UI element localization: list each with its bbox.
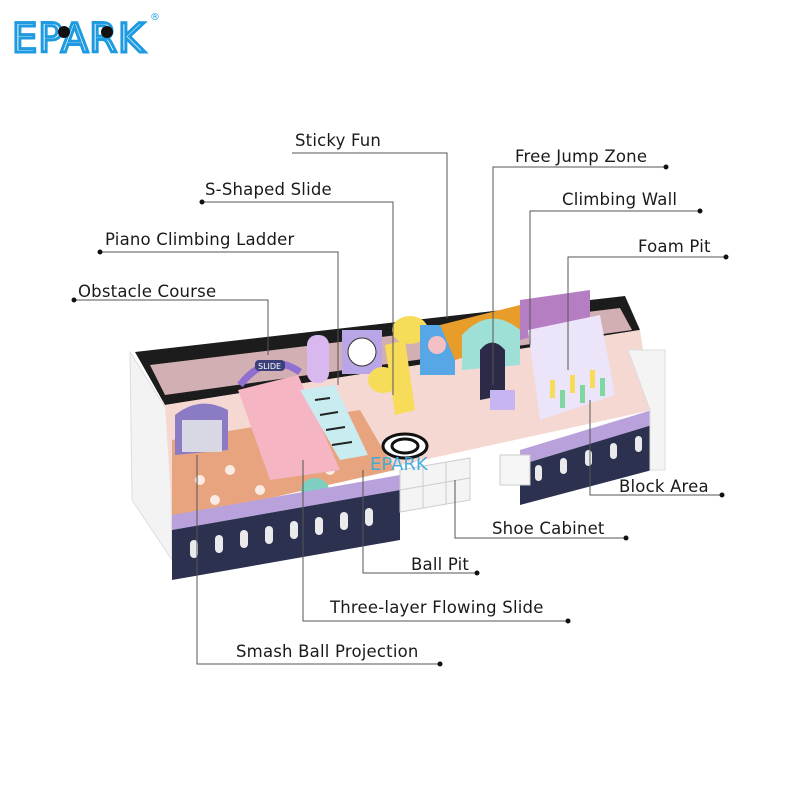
- label-obstacle-course: Obstacle Course: [78, 282, 217, 301]
- label-ball-pit: Ball Pit: [411, 555, 470, 574]
- watermark: EPARK: [370, 454, 429, 475]
- foam-pit: [528, 315, 615, 420]
- sticky-fun-target: [347, 337, 377, 367]
- logo-graphic: EPARK ®: [12, 12, 160, 60]
- label-three-layer-flowing-slide: Three-layer Flowing Slide: [330, 598, 544, 617]
- leader-shoe-cabinet: [454, 480, 626, 539]
- label-sticky-fun: Sticky Fun: [295, 131, 382, 150]
- climbing-wall: [520, 290, 590, 340]
- leader-smash-ball: [196, 455, 440, 665]
- leader-dots: [71, 164, 729, 667]
- leader-foam-pit: [567, 256, 726, 370]
- label-climbing-wall: Climbing Wall: [562, 190, 678, 209]
- label-foam-pit: Foam Pit: [638, 237, 711, 256]
- leader-lines: [74, 152, 726, 665]
- label-free-jump-zone: Free Jump Zone: [515, 147, 648, 166]
- registered-mark: ®: [150, 12, 160, 23]
- leader-climbing-wall: [529, 210, 700, 345]
- obstacle-door: [307, 335, 329, 383]
- shoe-cabinet: [399, 457, 471, 513]
- leader-s-shaped-slide: [202, 201, 394, 395]
- leader-free-jump: [492, 166, 666, 385]
- label-s-shaped-slide: S-Shaped Slide: [205, 180, 332, 199]
- right-side-wall: [627, 349, 666, 471]
- leader-sticky-fun: [292, 152, 448, 318]
- slide-sign: SLIDE: [258, 362, 281, 371]
- leader-ball-pit: [362, 470, 477, 574]
- label-smash-ball-projection: Smash Ball Projection: [236, 642, 419, 661]
- front-wall-right: [520, 425, 652, 505]
- three-layer-slide: [238, 375, 340, 480]
- front-wall-top: [172, 475, 400, 530]
- leader-three-layer: [302, 460, 568, 622]
- leader-piano-ladder: [100, 251, 339, 385]
- leader-obstacle-course: [74, 299, 269, 355]
- logo-text: EPARK: [12, 16, 146, 60]
- label-shoe-cabinet: Shoe Cabinet: [492, 519, 605, 538]
- label-block-area: Block Area: [619, 477, 709, 496]
- label-piano-climbing-ladder: Piano Climbing Ladder: [105, 230, 295, 249]
- leader-block-area: [589, 400, 722, 496]
- reception-desk: [499, 454, 531, 486]
